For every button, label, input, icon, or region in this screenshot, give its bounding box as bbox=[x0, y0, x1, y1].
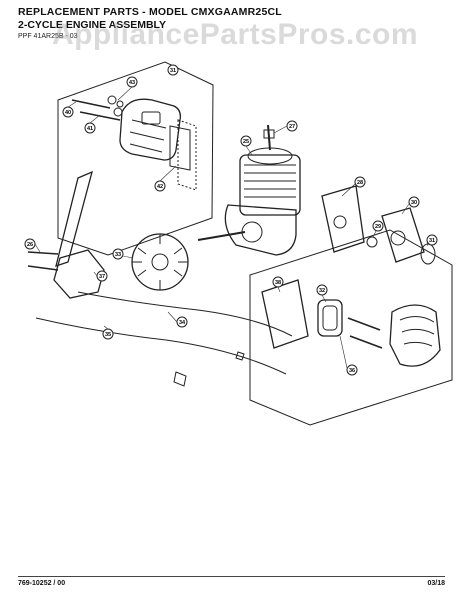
muffler-gasket-plate bbox=[261, 279, 309, 349]
callout-26: 26 bbox=[24, 238, 36, 250]
muffler-ribs bbox=[399, 316, 435, 347]
callout-31-label: 31 bbox=[170, 68, 176, 74]
callout-25: 25 bbox=[240, 135, 252, 147]
cylinder-top bbox=[247, 147, 293, 165]
callout-27-label: 27 bbox=[289, 124, 295, 130]
throttle-cable bbox=[77, 291, 293, 337]
callout-42: 42 bbox=[154, 180, 166, 192]
flywheel-hub bbox=[151, 253, 169, 271]
throttle-screw-1 bbox=[27, 251, 59, 255]
callout-29-label: 29 bbox=[375, 224, 381, 230]
crankcase bbox=[224, 204, 297, 256]
muffler-body bbox=[389, 304, 441, 367]
throttle-screw-2 bbox=[27, 265, 59, 271]
carburetor bbox=[381, 207, 425, 263]
callout-28: 28 bbox=[354, 176, 366, 188]
callout-26-label: 26 bbox=[27, 242, 33, 248]
muffler-bolt-2 bbox=[349, 335, 383, 349]
muffler-group-panel bbox=[249, 229, 453, 426]
page-subtitle: 2-CYCLE ENGINE ASSEMBLY bbox=[18, 19, 166, 31]
callout-37: 37 bbox=[96, 270, 108, 282]
crankshaft bbox=[197, 231, 246, 241]
carburetor-bore bbox=[390, 230, 406, 246]
callout-25-label: 25 bbox=[243, 139, 249, 145]
callout-27: 27 bbox=[286, 120, 298, 132]
callout-34-label: 34 bbox=[179, 320, 186, 326]
callout-41-label: 41 bbox=[87, 126, 93, 132]
throttle-handle-grip bbox=[55, 170, 93, 267]
callout-38-label: 38 bbox=[275, 280, 281, 286]
callout-43: 43 bbox=[126, 76, 138, 88]
callout-38: 38 bbox=[272, 276, 284, 288]
callout-31b-label: 31 bbox=[429, 238, 435, 244]
page-header: REPLACEMENT PARTS - MODEL CMXGAAMR25CL 2… bbox=[18, 6, 448, 42]
washer-upper-2 bbox=[113, 107, 123, 117]
footer-date: 03/18 bbox=[427, 580, 445, 587]
screw-upper-2 bbox=[79, 111, 121, 121]
callout-35: 35 bbox=[102, 328, 114, 340]
muffler-bolt-1 bbox=[347, 317, 381, 331]
callout-33-label: 33 bbox=[115, 252, 121, 258]
callout-36-label: 36 bbox=[349, 368, 355, 374]
carburetor-gasket-outer bbox=[420, 243, 436, 265]
adapter-port bbox=[333, 215, 347, 229]
callout-43-label: 43 bbox=[129, 80, 135, 86]
carburetor-gasket bbox=[366, 236, 378, 248]
wire-connector bbox=[173, 371, 187, 387]
footer-part-number: 769-10252 / 00 bbox=[18, 580, 66, 587]
flywheel-fins bbox=[132, 234, 188, 290]
air-filter-element bbox=[169, 125, 191, 171]
callout-31-right: 31 bbox=[426, 234, 438, 246]
callout-30: 30 bbox=[408, 196, 420, 208]
leader-lines bbox=[34, 86, 429, 369]
callout-29: 29 bbox=[372, 220, 384, 232]
air-filter-cover-ribs bbox=[129, 119, 167, 153]
air-filter-cover-badge bbox=[141, 111, 161, 125]
carburetor-adapter bbox=[321, 185, 365, 253]
footer-rule bbox=[18, 576, 445, 577]
muffler-screen-inner bbox=[322, 305, 338, 331]
callout-37-label: 37 bbox=[99, 274, 105, 280]
cylinder-block bbox=[239, 154, 301, 216]
callout-34: 34 bbox=[176, 316, 188, 328]
document-number: PPF 41AR25B - 03 bbox=[18, 33, 78, 40]
callout-41: 41 bbox=[84, 122, 96, 134]
air-filter-gasket bbox=[177, 119, 197, 191]
stop-switch-wire bbox=[35, 317, 287, 375]
callout-36: 36 bbox=[346, 364, 358, 376]
callout-42-label: 42 bbox=[157, 184, 163, 190]
washer-upper-1 bbox=[107, 95, 117, 105]
spark-plug-hex bbox=[263, 129, 275, 139]
cylinder-fins bbox=[244, 164, 296, 198]
air-filter-cover bbox=[119, 98, 182, 161]
callout-40: 40 bbox=[62, 106, 74, 118]
throttle-housing bbox=[53, 249, 105, 299]
nut-upper bbox=[116, 100, 124, 108]
callout-30-label: 30 bbox=[411, 200, 417, 206]
callout-31-top: 31 bbox=[167, 64, 179, 76]
page-title: REPLACEMENT PARTS - MODEL CMXGAAMR25CL bbox=[18, 6, 282, 18]
callout-40-label: 40 bbox=[65, 110, 71, 116]
cable-end bbox=[235, 351, 245, 361]
muffler-screen bbox=[317, 299, 343, 337]
callout-32: 32 bbox=[316, 284, 328, 296]
callout-33: 33 bbox=[112, 248, 124, 260]
callout-32-label: 32 bbox=[319, 288, 325, 294]
callout-35-label: 35 bbox=[105, 332, 111, 338]
screw-upper-1 bbox=[71, 99, 111, 109]
air-filter-group-panel bbox=[57, 61, 214, 256]
callout-28-label: 28 bbox=[357, 180, 363, 186]
